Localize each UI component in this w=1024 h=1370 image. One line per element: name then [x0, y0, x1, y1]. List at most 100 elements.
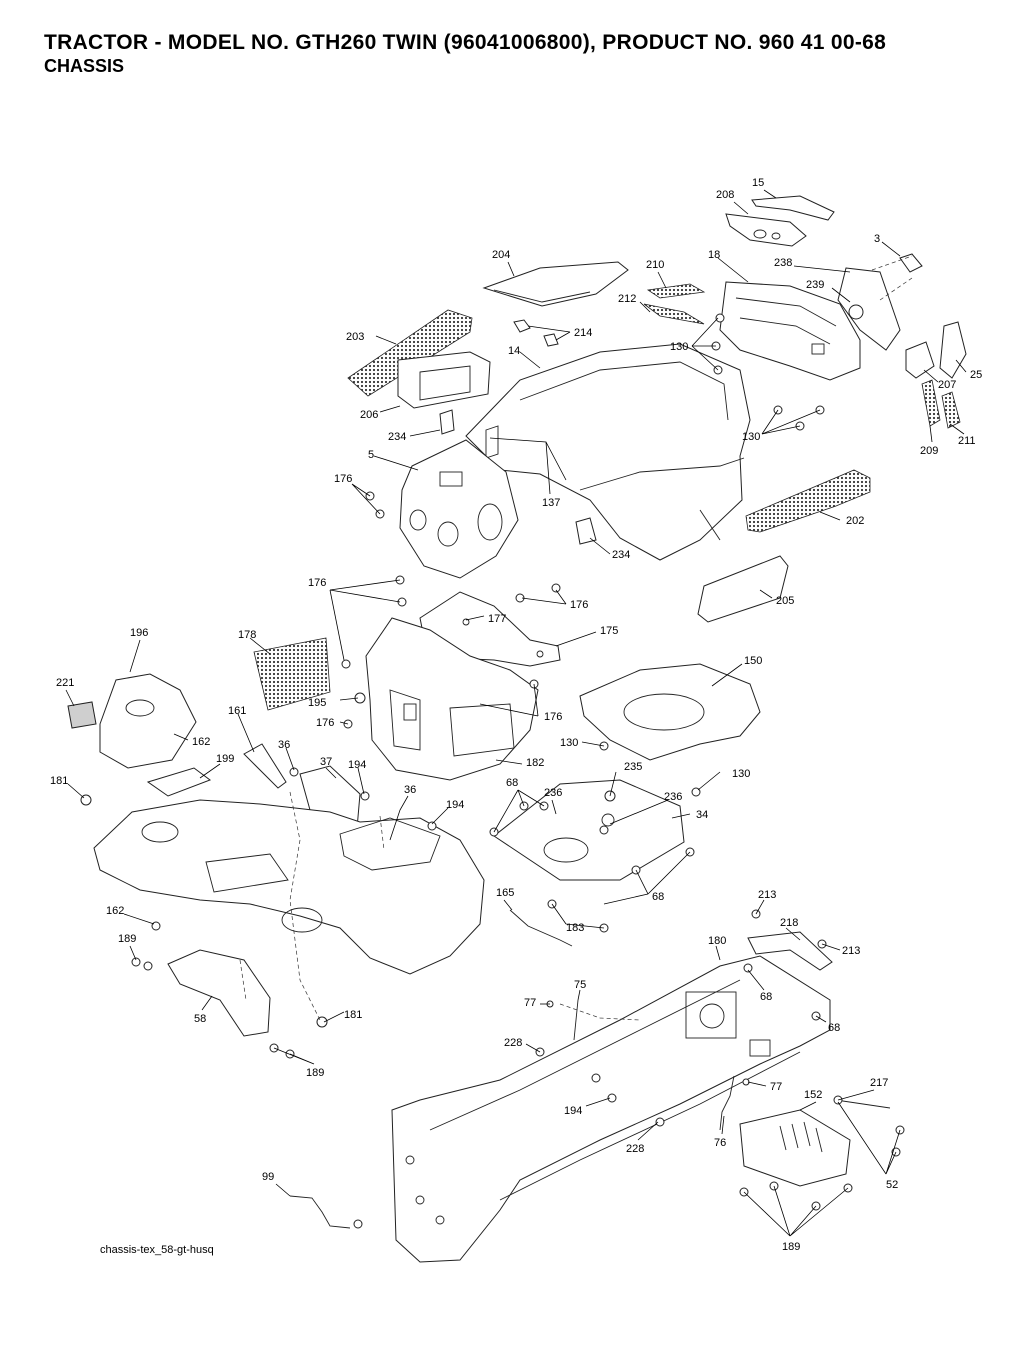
page-subtitle: CHASSIS — [44, 56, 125, 76]
part-58-pedal-bracket — [167, 949, 271, 1037]
callout-196: 196 — [130, 627, 148, 639]
callout-213-b: 213 — [842, 945, 860, 957]
part-208-light-housing — [725, 213, 807, 247]
callout-137: 137 — [542, 497, 560, 509]
callout-130-b: 130 — [742, 431, 760, 443]
callout-130-c: 130 — [560, 737, 578, 749]
callout-18: 18 — [708, 249, 720, 261]
callout-37: 37 — [320, 756, 332, 768]
part-209-side-grille — [921, 379, 941, 427]
callout-152: 152 — [804, 1089, 822, 1101]
callout-221: 221 — [56, 677, 74, 689]
callout-162-b: 162 — [106, 905, 124, 917]
part-234-decal — [439, 409, 455, 435]
part-238-headlight-lens — [837, 255, 913, 351]
callout-77-a: 77 — [524, 997, 536, 1009]
callout-130-a: 130 — [670, 341, 688, 353]
callout-58: 58 — [194, 1013, 206, 1025]
part-14-hood — [465, 343, 751, 561]
callout-175: 175 — [600, 625, 618, 637]
part-182-dash-tower — [365, 617, 539, 781]
callout-194-c: 194 — [564, 1105, 582, 1117]
callout-176-b: 176 — [308, 577, 326, 589]
part-202-front-grille-strip — [745, 469, 871, 533]
callout-212: 212 — [618, 293, 636, 305]
callout-236-b: 236 — [664, 791, 682, 803]
callout-161: 161 — [228, 705, 246, 717]
callout-5: 5 — [368, 449, 374, 461]
callout-162-a: 162 — [192, 736, 210, 748]
callout-150: 150 — [744, 655, 762, 667]
callout-36-a: 36 — [278, 739, 290, 751]
callout-189-a: 189 — [118, 933, 136, 945]
callout-189-c: 189 — [782, 1241, 800, 1253]
callout-183: 183 — [566, 922, 584, 934]
part-165-rod — [509, 909, 573, 947]
callout-36-b: 36 — [404, 784, 416, 796]
callout-228-b: 228 — [626, 1143, 644, 1155]
callout-176-e: 176 — [544, 711, 562, 723]
part-76-cable — [719, 1075, 735, 1131]
callout-236-a: 236 — [544, 787, 562, 799]
callout-130-d: 130 — [732, 768, 750, 780]
callout-205: 205 — [776, 595, 794, 607]
callout-labels: 15 208 3 204 18 238 210 239 212 214 203 … — [50, 177, 982, 1253]
callout-180: 180 — [708, 935, 726, 947]
leader-lines — [65, 189, 967, 1237]
callout-209: 209 — [920, 445, 938, 457]
part-18-front-grille-frame — [719, 281, 861, 381]
part-234-decal-b — [575, 517, 597, 545]
part-221-decal — [67, 701, 97, 729]
callout-76: 76 — [714, 1137, 726, 1149]
callout-189-b: 189 — [306, 1067, 324, 1079]
callout-234-b: 234 — [612, 549, 630, 561]
callout-77-b: 77 — [770, 1081, 782, 1093]
part-212-grille-insert — [643, 303, 705, 325]
part-210-grille-insert — [646, 283, 706, 299]
callout-68-c: 68 — [760, 991, 772, 1003]
callout-176-c: 176 — [570, 599, 588, 611]
callout-178: 178 — [238, 629, 256, 641]
callout-195: 195 — [308, 697, 326, 709]
part-3-emblem — [899, 253, 923, 273]
callout-68-a: 68 — [506, 777, 518, 789]
part-25-side-trim — [939, 321, 967, 379]
part-152-rear-plate — [739, 1109, 851, 1187]
part-214-clips — [513, 319, 559, 347]
routing-dashes — [239, 791, 641, 1021]
callout-194-a: 194 — [348, 759, 366, 771]
callout-228-a: 228 — [504, 1037, 522, 1049]
part-161-lever — [243, 743, 287, 789]
callout-3: 3 — [874, 233, 880, 245]
part-239-bulb — [848, 304, 864, 320]
part-15-trim — [751, 195, 835, 221]
callout-213-a: 213 — [758, 889, 776, 901]
callout-199: 199 — [216, 753, 234, 765]
callout-165: 165 — [496, 887, 514, 899]
callout-211: 211 — [958, 435, 976, 447]
callout-14: 14 — [508, 345, 520, 357]
diagram-caption: chassis-tex_58-gt-husq — [100, 1244, 214, 1256]
callout-208: 208 — [716, 189, 734, 201]
part-205-bumper-cover — [697, 555, 789, 623]
callout-235: 235 — [624, 761, 642, 773]
callout-52: 52 — [886, 1179, 898, 1191]
callout-218: 218 — [780, 917, 798, 929]
callout-15: 15 — [752, 177, 764, 189]
callout-176-d: 176 — [316, 717, 334, 729]
callout-75: 75 — [574, 979, 586, 991]
part-203-dash-grille — [347, 309, 473, 397]
part-34-steering-plate — [493, 779, 685, 881]
callout-68-b: 68 — [652, 891, 664, 903]
callout-25: 25 — [970, 369, 982, 381]
callout-176-a: 176 — [334, 473, 352, 485]
part-207-lamp — [905, 341, 935, 379]
callout-238: 238 — [774, 257, 792, 269]
part-206-dash-panel — [397, 351, 491, 409]
header: TRACTOR - MODEL NO. GTH260 TWIN (9604100… — [44, 30, 1004, 77]
part-217-rod — [835, 1099, 891, 1109]
callout-210: 210 — [646, 259, 664, 271]
callout-181-a: 181 — [50, 775, 68, 787]
callout-99: 99 — [262, 1171, 274, 1183]
